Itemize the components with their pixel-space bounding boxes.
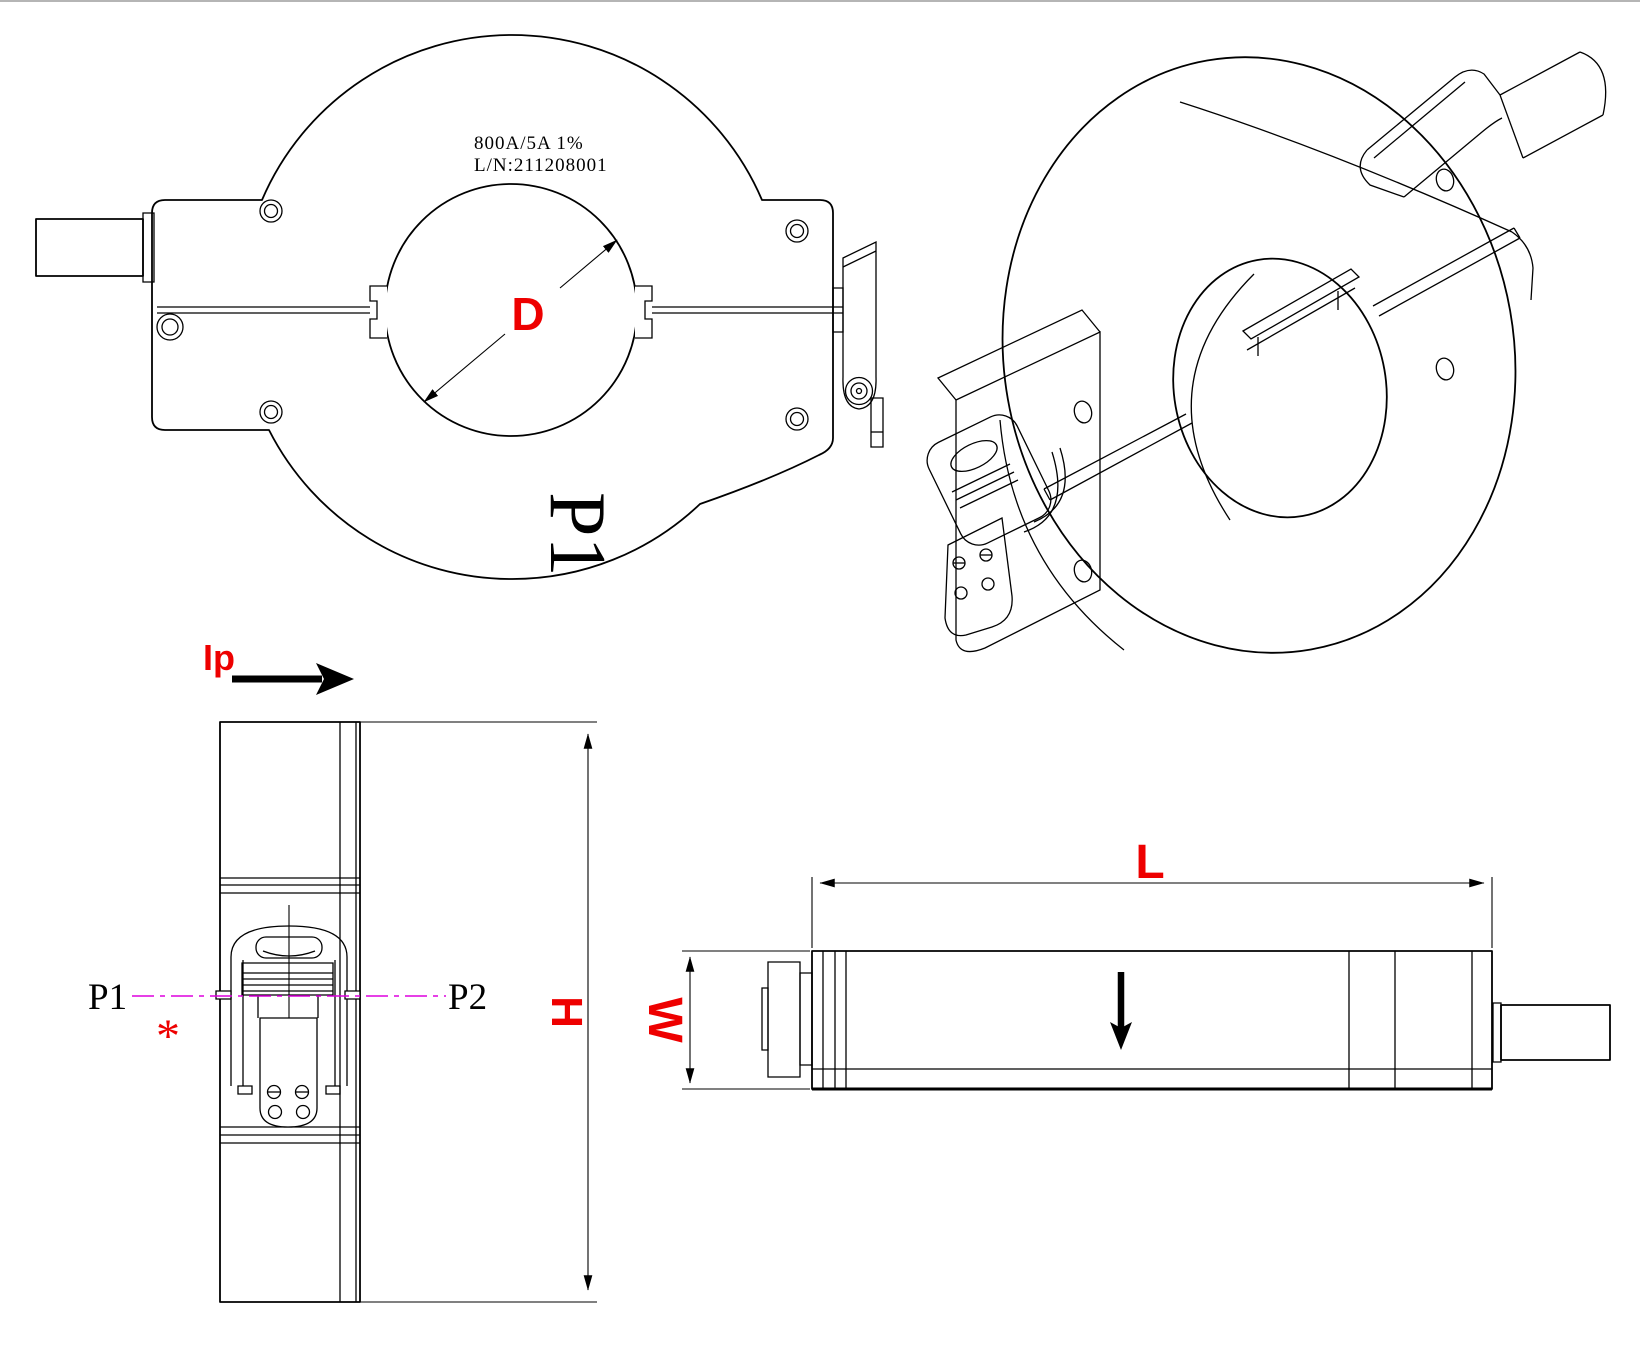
iso-ring-outer	[956, 16, 1562, 693]
front-view: 800A/5A 1% L/N:211208001 D P1	[36, 35, 883, 579]
side-body	[220, 722, 360, 1302]
top-body-lines	[812, 951, 1492, 1089]
iso-cable	[1360, 52, 1606, 197]
left-tongue-fill	[370, 286, 387, 338]
hinge-pin	[157, 314, 183, 340]
iso-ring-thickness	[1000, 420, 1124, 650]
iso-hole-back-rim	[1191, 274, 1254, 520]
top-body	[812, 951, 1492, 1089]
iso-band-face-left	[938, 310, 1100, 652]
iso-latch	[920, 408, 1065, 635]
latch-pivot	[846, 378, 873, 405]
secondary-direction-arrow	[1110, 972, 1132, 1050]
right-tongue	[635, 286, 652, 338]
latch-keeper	[833, 288, 843, 332]
height-dimension: H	[360, 722, 597, 1302]
front-terminal-p1-label: P1	[533, 492, 621, 577]
cable-connector-left	[36, 213, 154, 282]
width-label: W	[638, 997, 691, 1043]
latch-bracket	[833, 242, 883, 447]
ip-arrowhead	[316, 663, 354, 695]
iso-latch-housing	[920, 408, 1057, 552]
side-latch	[216, 905, 360, 1127]
terminal-p1-label: P1	[88, 977, 127, 1018]
top-latch	[762, 962, 812, 1077]
screw-holes	[260, 200, 808, 430]
isometric-view	[920, 16, 1605, 693]
primary-current-arrow: Ip	[203, 637, 354, 695]
left-tongue	[370, 286, 387, 338]
rating-text: 800A/5A 1%	[474, 133, 584, 154]
diameter-label: D	[511, 288, 544, 340]
side-latch-housing	[231, 926, 347, 1086]
ip-label: Ip	[203, 637, 235, 678]
iso-split-seam	[1044, 228, 1520, 500]
iso-hole-front-rim	[1153, 242, 1407, 535]
split-seam	[157, 307, 843, 313]
side-latch-slot	[256, 937, 322, 958]
side-latch-plate	[260, 1018, 317, 1127]
length-label: L	[1135, 836, 1164, 889]
terminal-p2-label: P2	[448, 977, 487, 1018]
top-cable-connector	[1493, 1003, 1610, 1062]
ct-body-outline	[152, 35, 833, 579]
side-view: Ip	[88, 637, 597, 1302]
polarity-asterisk: *	[156, 1010, 180, 1063]
width-dimension: W	[638, 951, 810, 1089]
iso-latch-plate	[945, 518, 1012, 636]
diameter-dimension: D	[423, 240, 618, 402]
top-view: L W	[638, 836, 1610, 1089]
right-tongue-fill	[635, 286, 652, 338]
height-label: H	[542, 996, 591, 1028]
iso-latch-bail	[1034, 448, 1065, 522]
iso-tongue	[1243, 269, 1359, 356]
serial-text: L/N:211208001	[474, 155, 608, 176]
iso-band-face-right	[1180, 102, 1533, 382]
length-dimension: L	[812, 836, 1492, 948]
